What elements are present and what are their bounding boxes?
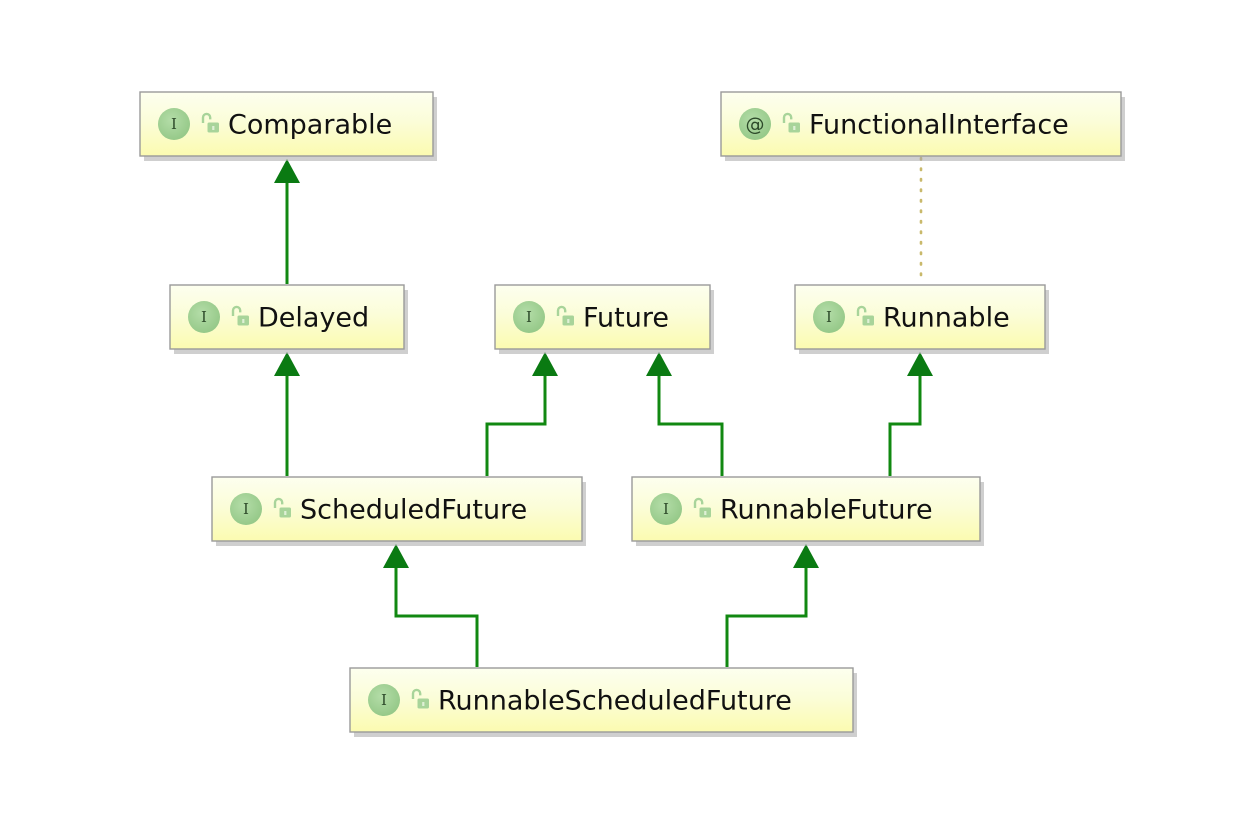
open-padlock-icon: [856, 305, 874, 326]
interface-icon: [650, 493, 682, 525]
stereotype-glyph: I: [243, 500, 249, 518]
annotation-icon: [739, 108, 771, 140]
edges-layer: [274, 156, 933, 667]
node-label: Future: [583, 303, 669, 334]
node-body: [349, 667, 854, 733]
open-padlock-icon: [556, 305, 574, 326]
interface-icon: [188, 301, 220, 333]
stereotype-glyph: I: [663, 500, 669, 518]
edge-runnablescheduledfuture-extends-scheduledfuture: [383, 544, 479, 667]
stereotype-glyph: I: [201, 308, 207, 326]
open-padlock-icon: [782, 112, 800, 133]
open-padlock-icon: [231, 305, 249, 326]
stereotype-glyph: I: [381, 691, 387, 709]
stereotype-glyph: I: [526, 308, 532, 326]
node-label: RunnableFuture: [720, 495, 933, 526]
open-padlock-icon: [411, 688, 429, 709]
edge-runnablefuture-extends-runnable: [888, 352, 933, 476]
interface-icon: [513, 301, 545, 333]
uml-node-runnable-scheduled-future[interactable]: I RunnableScheduledFuture: [349, 667, 857, 737]
uml-node-delayed[interactable]: I Delayed: [169, 284, 408, 354]
stereotype-glyph: I: [171, 115, 177, 133]
open-padlock-icon: [201, 112, 219, 133]
node-label: RunnableScheduledFuture: [438, 686, 792, 717]
node-label: Runnable: [883, 303, 1010, 334]
uml-node-runnable[interactable]: I Runnable: [794, 284, 1049, 354]
uml-node-functional-interface[interactable]: @ FunctionalInterface: [720, 91, 1125, 161]
uml-node-comparable[interactable]: I Comparable: [139, 91, 437, 161]
node-label: ScheduledFuture: [300, 495, 527, 526]
uml-node-runnable-future[interactable]: I RunnableFuture: [631, 476, 984, 546]
edge-runnablefuture-extends-future: [646, 352, 724, 476]
uml-node-future[interactable]: I Future: [494, 284, 714, 354]
stereotype-glyph: I: [826, 308, 832, 326]
stereotype-glyph: @: [746, 114, 765, 136]
node-label: Delayed: [258, 303, 369, 334]
uml-node-scheduled-future[interactable]: I ScheduledFuture: [211, 476, 586, 546]
node-body: [720, 91, 1122, 157]
interface-icon: [368, 684, 400, 716]
edge-delayed-extends-comparable: [274, 159, 300, 284]
node-label: FunctionalInterface: [809, 110, 1069, 141]
interface-icon: [230, 493, 262, 525]
edge-scheduledfuture-extends-future: [485, 352, 558, 476]
node-body: [211, 476, 583, 542]
open-padlock-icon: [273, 497, 291, 518]
node-body: [631, 476, 981, 542]
node-label: Comparable: [228, 110, 392, 141]
edge-scheduledfuture-extends-delayed: [274, 352, 300, 476]
interface-icon: [158, 108, 190, 140]
open-padlock-icon: [693, 497, 711, 518]
edge-runnablescheduledfuture-extends-runnablefuture: [725, 544, 819, 667]
interface-icon: [813, 301, 845, 333]
